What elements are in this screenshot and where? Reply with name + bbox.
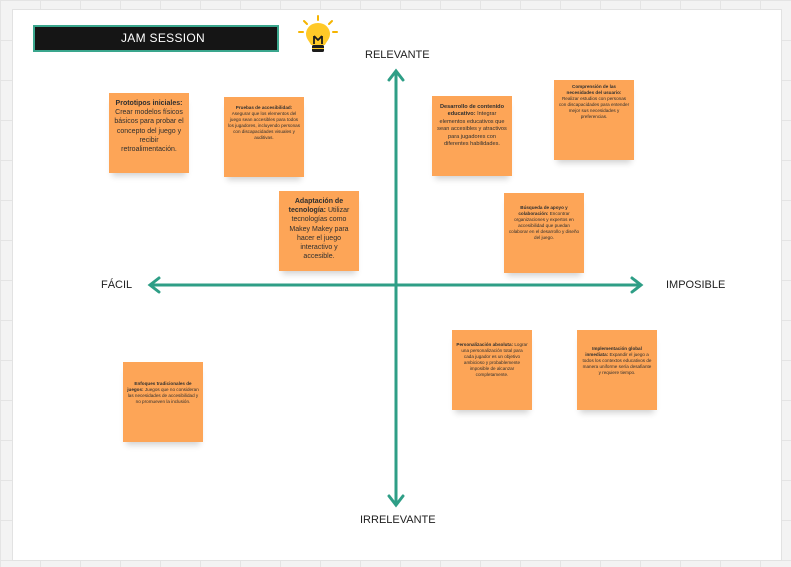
note-heading: Desarrollo de contenido educativo:: [439, 104, 505, 118]
arrow-down-icon: [387, 494, 405, 508]
note-body: Juegos que no consideran las necesidades…: [127, 387, 199, 405]
arrow-right-icon: [630, 276, 644, 294]
note-heading: Personalización absoluta:: [456, 342, 515, 347]
sticky-note[interactable]: Prototipos iniciales: Crear modelos físi…: [109, 93, 189, 173]
sticky-note[interactable]: Búsqueda de apoyo y colaboración: Encont…: [504, 193, 584, 273]
note-heading: Enfoques tradicionales de juegos:: [127, 381, 192, 393]
sticky-note[interactable]: Personalización absoluta: Lograr una per…: [452, 330, 532, 410]
note-heading: Búsqueda de apoyo y colaboración:: [518, 205, 568, 217]
note-heading: Implementación global inmediata:: [585, 346, 642, 358]
arrow-left-icon: [147, 276, 161, 294]
sticky-note[interactable]: Adaptación de tecnología: Utilizar tecno…: [279, 191, 359, 271]
title-banner[interactable]: JAM SESSION: [33, 25, 279, 52]
sticky-note[interactable]: Pruebas de accesibilidad: Asegurar que l…: [224, 97, 304, 177]
note-body: Utilizar tecnologías como Makey Makey pa…: [289, 207, 350, 261]
lightbulb-icon: [298, 15, 338, 52]
axis-label-bottom: IRRELEVANTE: [360, 514, 436, 526]
axis-label-top: RELEVANTE: [365, 49, 430, 61]
note-heading: Adaptación de tecnología:: [288, 198, 344, 215]
note-body: Crear modelos físicos básicos para proba…: [114, 109, 184, 154]
sticky-note[interactable]: Enfoques tradicionales de juegos: Juegos…: [123, 362, 203, 442]
note-heading: Prototipos iniciales:: [115, 100, 183, 107]
sticky-note[interactable]: Desarrollo de contenido educativo: Integ…: [432, 96, 512, 176]
note-body: Lograr una personalización total para ca…: [461, 342, 528, 378]
note-heading: Comprensión de las necesidades del usuar…: [566, 84, 622, 96]
axis-label-left: FÁCIL: [101, 279, 133, 291]
board-title: JAM SESSION: [121, 31, 205, 45]
sticky-note[interactable]: Comprensión de las necesidades del usuar…: [554, 80, 634, 160]
sticky-note[interactable]: Implementación global inmediata: Expandi…: [577, 330, 657, 410]
arrow-up-icon: [387, 68, 405, 82]
note-body: Integrar elementos educativos que sean a…: [437, 111, 507, 148]
note-body: Asegurar que los elementos del juego sea…: [228, 111, 301, 141]
note-body: Expandir el juego a todos los contextos …: [582, 352, 652, 376]
axis-label-right: IMPOSIBLE: [666, 279, 726, 291]
note-heading: Pruebas de accesibilidad:: [235, 105, 293, 110]
note-body: Encontrar organizaciones y expertos en a…: [508, 211, 580, 241]
note-body: Realizar estudios con personas con disca…: [558, 96, 630, 120]
